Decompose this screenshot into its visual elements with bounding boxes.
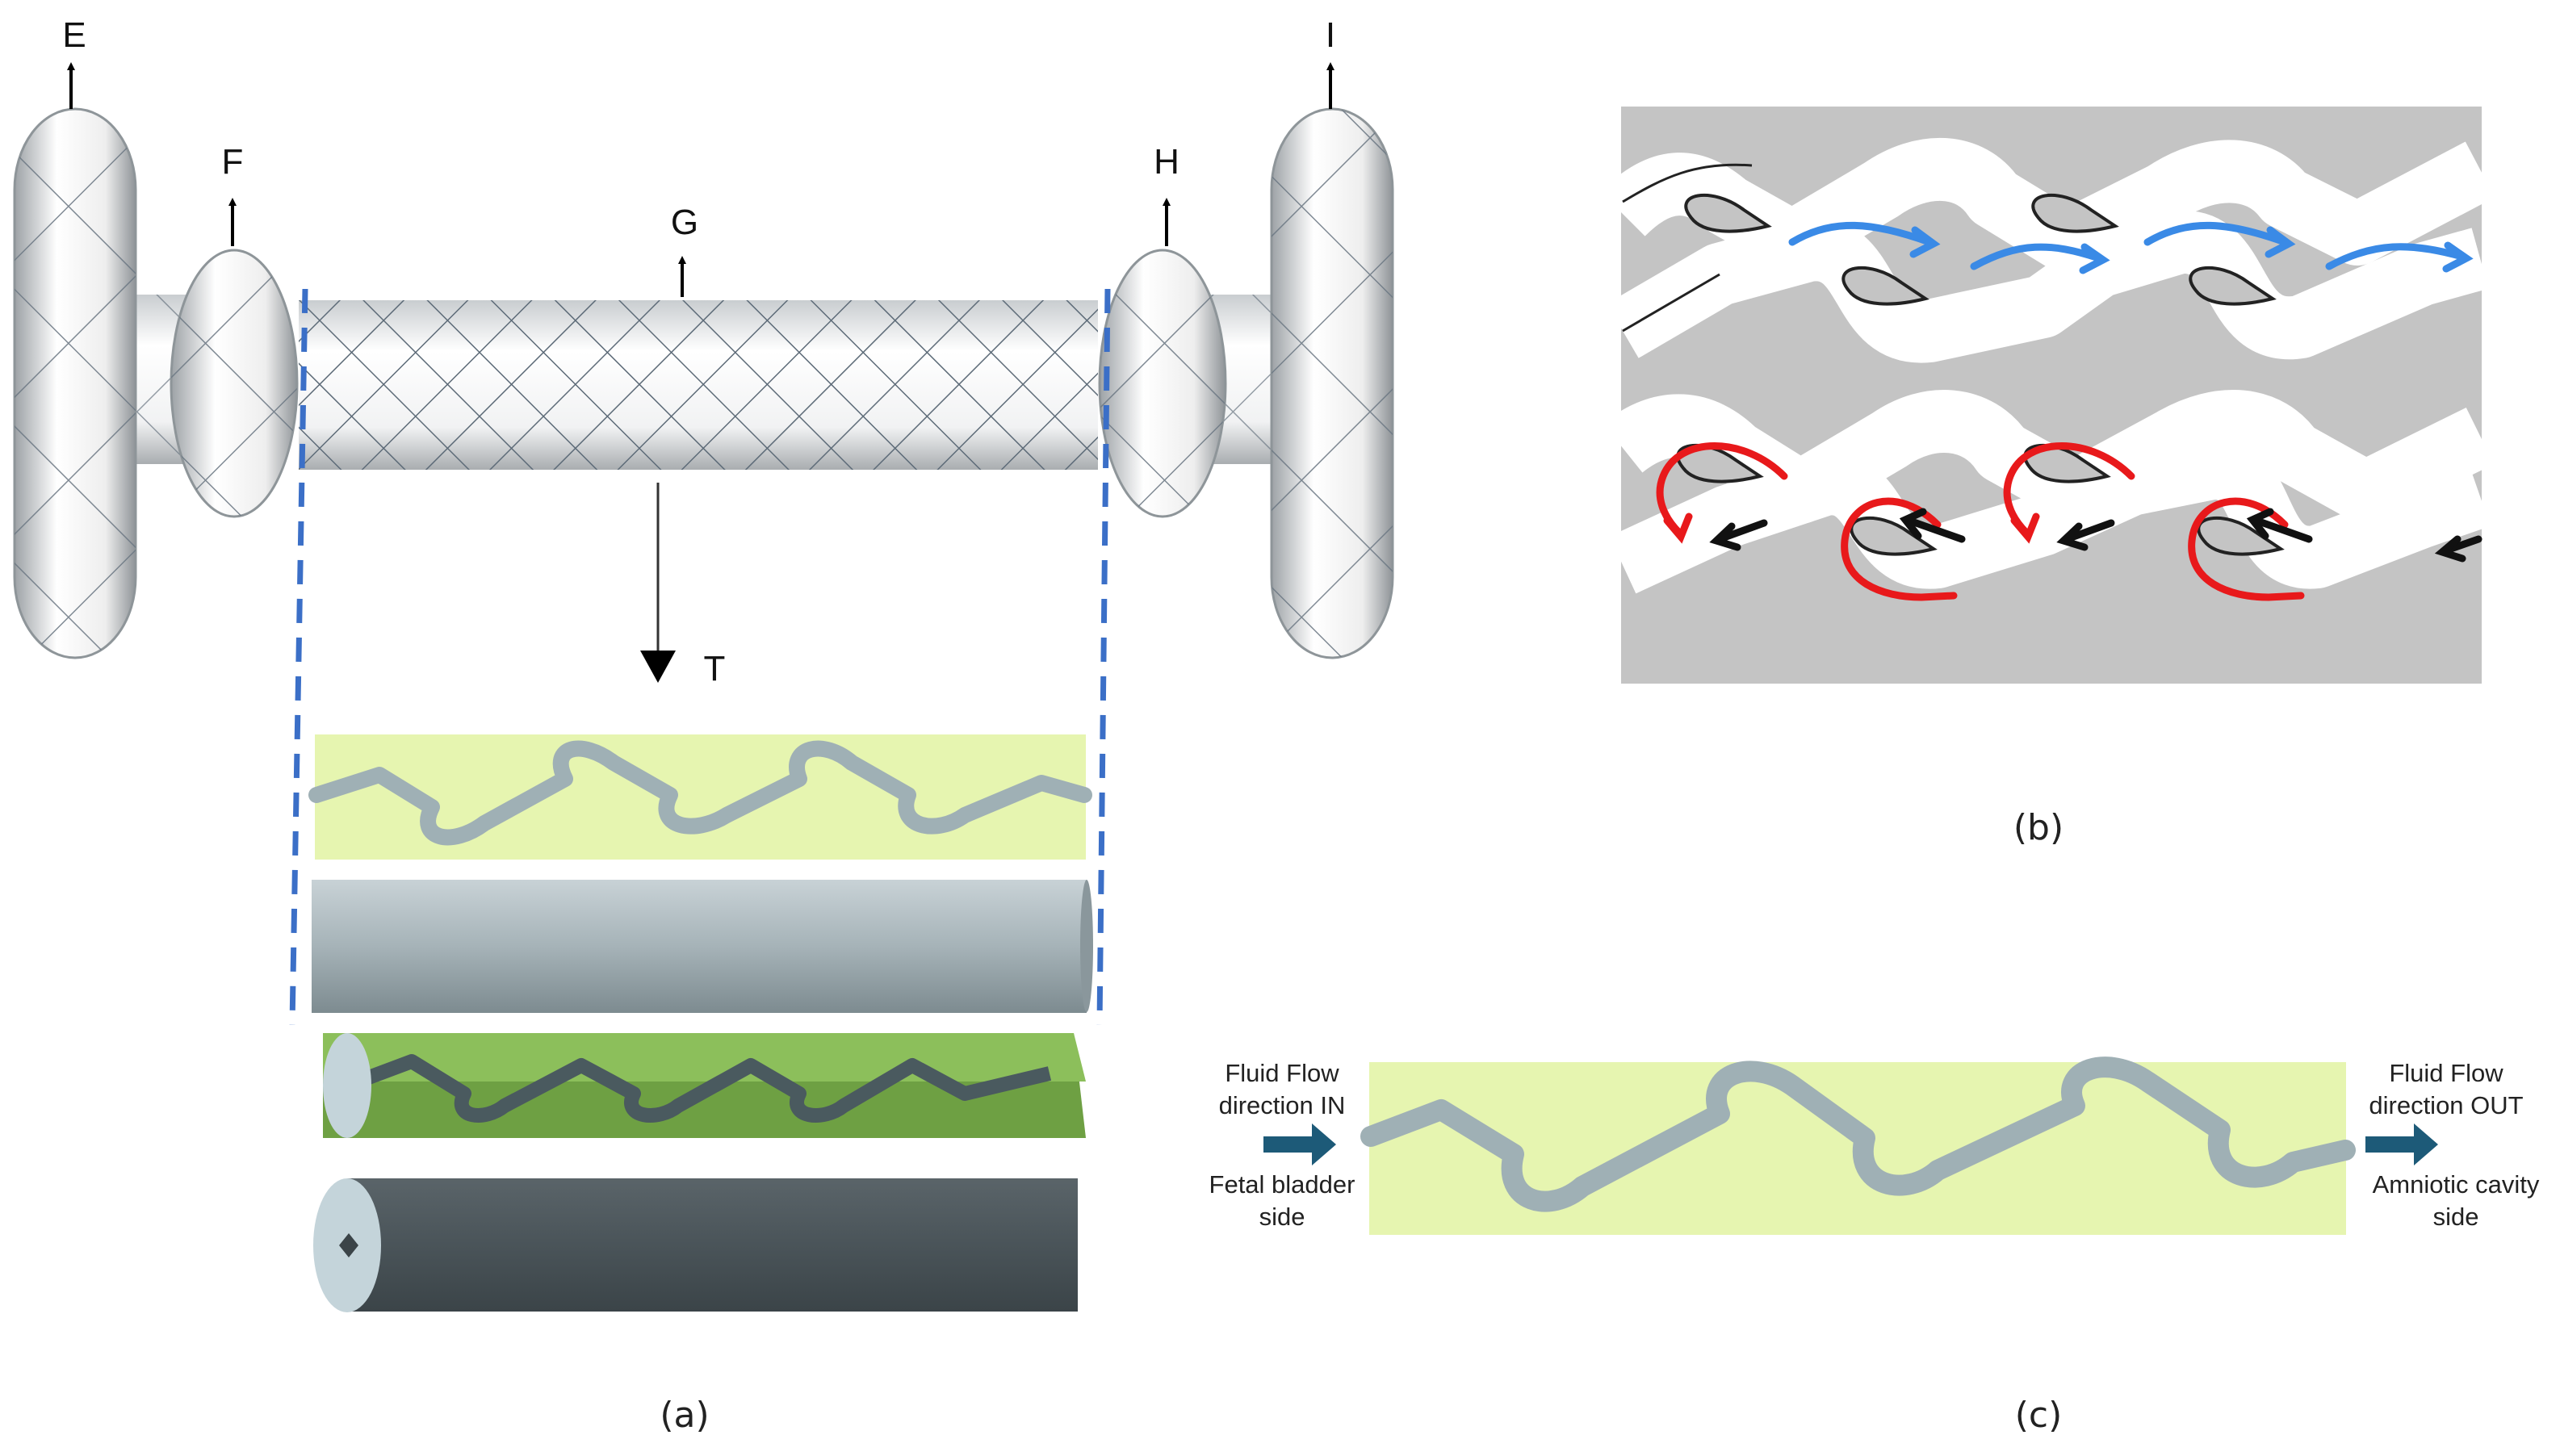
flow-out-label-line1: Fluid Flow: [2389, 1059, 2503, 1087]
reverse-flow-arrows: [1709, 508, 2482, 563]
stent-mesh: [299, 300, 1098, 470]
guide-line-right: [1096, 288, 1111, 1026]
label-h: H: [1154, 142, 1179, 182]
flow-out-side-line2: side: [2433, 1203, 2479, 1231]
stent-device: [13, 107, 1394, 659]
caption-a: (a): [660, 1395, 709, 1436]
label-g: G: [671, 203, 698, 242]
flow-in-label-line2: direction IN: [1219, 1091, 1346, 1119]
caption-b: (b): [2013, 807, 2064, 848]
flow-in-side-line1: Fetal bladder: [1209, 1170, 1355, 1199]
reverse-flow-curves: [1656, 442, 2305, 601]
forward-flow-arrows: [1788, 221, 2474, 274]
caption-c: (c): [2015, 1395, 2063, 1436]
label-f: F: [222, 142, 244, 182]
flow-in-label-line1: Fluid Flow: [1225, 1059, 1339, 1087]
flow-in-side-line2: side: [1259, 1203, 1305, 1231]
upper-channel: [1600, 138, 2495, 363]
arrow-t-head: [640, 651, 676, 683]
cut-cylinder: [323, 1033, 1086, 1138]
flow-out-label-line2: direction OUT: [2369, 1091, 2523, 1119]
flow-in-arrow: [1263, 1123, 1336, 1165]
flow-out-arrow: [2365, 1123, 2438, 1165]
label-arrows: [67, 62, 1334, 683]
panel-b-diagram: [1600, 107, 2495, 684]
bored-cylinder: [313, 1178, 1078, 1312]
label-i: I: [1326, 15, 1335, 55]
label-t: T: [704, 649, 726, 688]
panel-c-channel: [1360, 1056, 2356, 1235]
solid-cylinder: [312, 880, 1093, 1013]
channel-top-view: [308, 734, 1092, 860]
flow-out-side-line1: Amniotic cavity: [2373, 1170, 2540, 1199]
guide-line-left: [289, 288, 308, 1026]
label-e: E: [62, 15, 86, 55]
